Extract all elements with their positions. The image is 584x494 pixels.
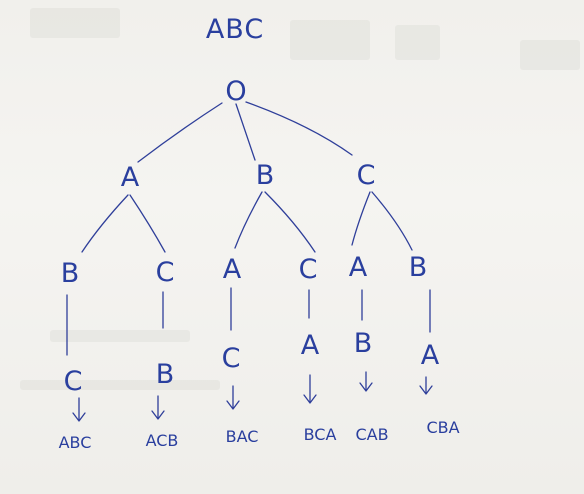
result-permutation: BAC: [226, 427, 259, 446]
edge-c-to-a: [351, 191, 371, 246]
arrow-2: [151, 395, 165, 420]
level3-node-a: A: [301, 330, 320, 361]
level3-node-a: A: [421, 340, 440, 371]
bleed-through-mark: [30, 8, 120, 38]
level3-node-c: C: [64, 366, 83, 397]
level2-node-c: C: [299, 254, 318, 285]
level1-node-a: A: [121, 162, 140, 193]
bleed-through-mark: [290, 20, 370, 60]
diagram-title: ABC: [206, 14, 264, 45]
bleed-through-mark: [50, 330, 190, 342]
edge-a-to-c: [129, 194, 166, 253]
level2-node-c: C: [156, 257, 175, 288]
level3-node-b: B: [354, 328, 373, 359]
arrow-3: [226, 385, 240, 410]
arrow-4: [303, 374, 317, 404]
root-node: O: [225, 76, 246, 107]
result-permutation: CAB: [355, 425, 388, 444]
result-permutation: CBA: [426, 418, 459, 437]
level1-node-c: C: [357, 160, 376, 191]
edge-a-to-b: [81, 194, 129, 253]
result-permutation: BCA: [304, 425, 337, 444]
level3-node-b: B: [156, 359, 175, 390]
level2-node-b: B: [409, 252, 428, 283]
level2-node-a: A: [223, 254, 242, 285]
edge-b-to-a: [234, 191, 263, 249]
arrow-1: [72, 397, 86, 422]
arrow-5: [359, 371, 373, 392]
edge-b-to-c: [264, 191, 316, 253]
level1-node-b: B: [256, 160, 275, 191]
level2-node-b: B: [61, 258, 80, 289]
level2-node-a: A: [349, 252, 368, 283]
edge-c-to-b: [371, 191, 413, 251]
edge-root-to-c: [245, 101, 353, 156]
arrow-6: [419, 376, 433, 395]
bleed-through-mark: [395, 25, 440, 60]
edge-root-to-a: [137, 102, 223, 163]
bleed-through-mark: [20, 380, 220, 390]
level3-node-c: C: [222, 343, 241, 374]
result-permutation: ACB: [146, 431, 179, 450]
bleed-through-mark: [520, 40, 580, 70]
result-permutation: ABC: [59, 433, 92, 452]
edge-root-to-b: [235, 103, 256, 161]
